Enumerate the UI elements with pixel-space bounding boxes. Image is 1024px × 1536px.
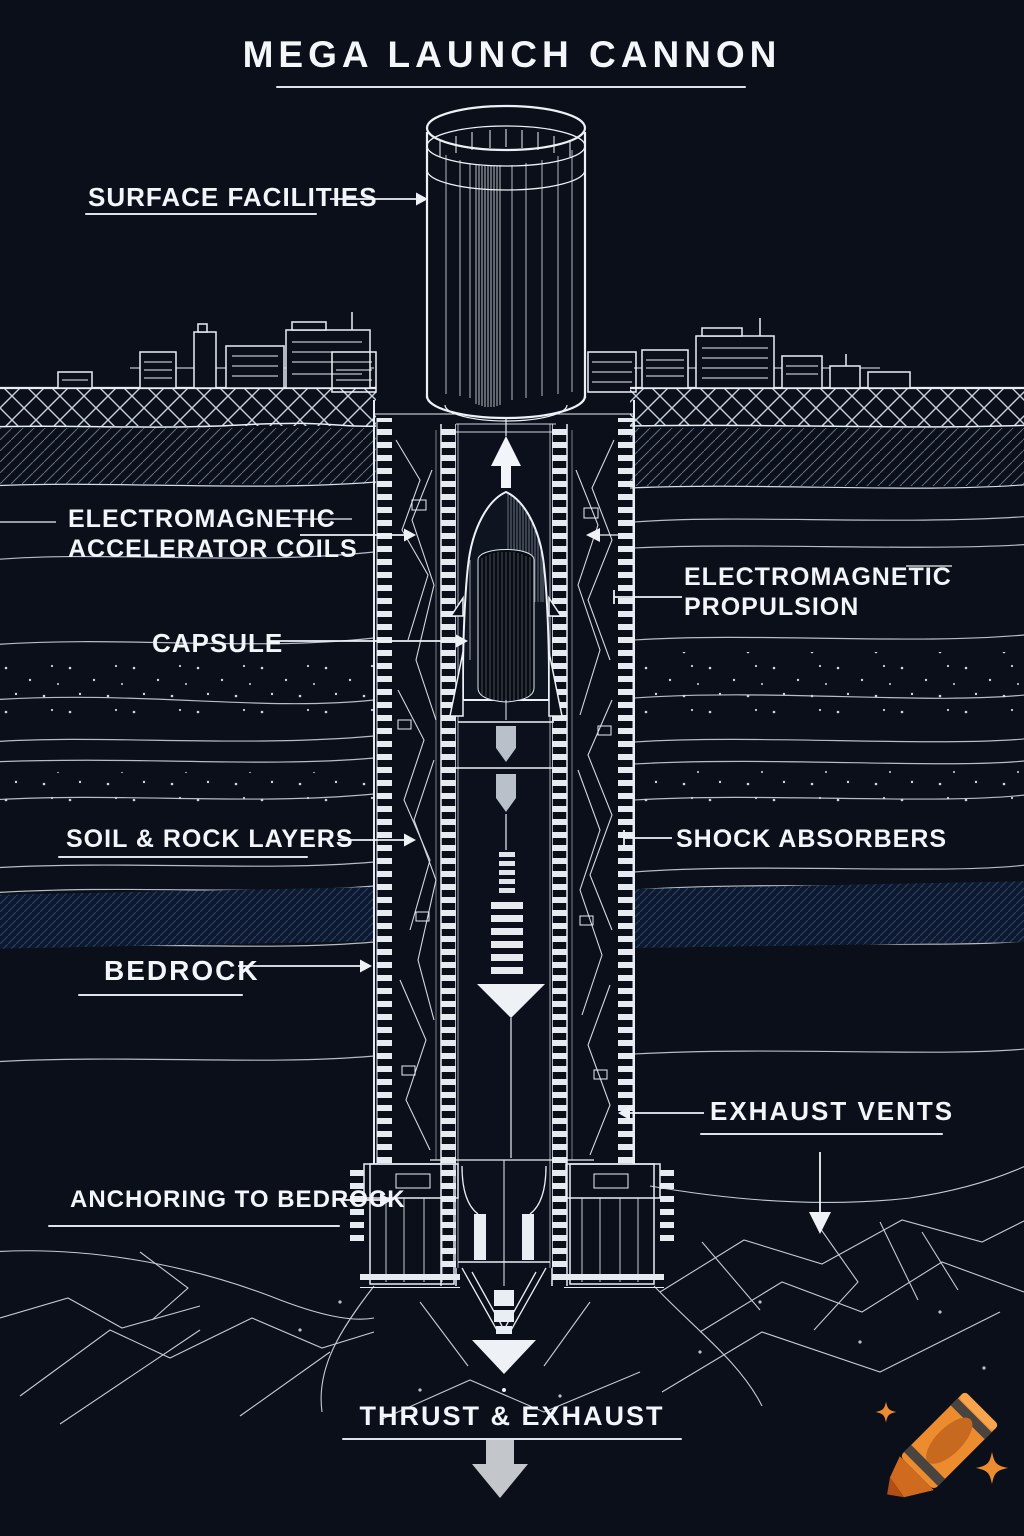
surface-skyline-right (634, 318, 911, 389)
bedrock-underline (78, 994, 243, 996)
coil-rack-inner-left (441, 424, 456, 1286)
nose-shading (507, 492, 544, 602)
launch-direction-arrow (491, 436, 521, 488)
soil-rock-arrow (404, 833, 416, 847)
page-title: MEGA LAUNCH CANNON (242, 34, 782, 75)
title-underline (276, 86, 746, 88)
label-soil-rock-layers: SOIL & ROCK LAYERS (66, 825, 354, 853)
surface-facilities-arrow (416, 192, 428, 206)
recoil-damper-stack (456, 700, 556, 1158)
rim-ticks (439, 129, 571, 157)
soil-speckle-bands (0, 652, 1024, 808)
crayon-logo (875, 1392, 1009, 1498)
damper-ladder-wide (491, 902, 523, 974)
exhaust-vents-arrow (618, 1106, 630, 1120)
fin-right (548, 651, 563, 717)
recoil-arrow (477, 984, 545, 1018)
label-thrust-exhaust: THRUST & EXHAUST (359, 1401, 665, 1431)
thrust-exit-arrow (472, 1340, 536, 1374)
wall-rock-fractures-right (575, 439, 615, 1156)
anchoring-underline (48, 1225, 340, 1227)
exhaust-down-arrow (809, 1212, 831, 1234)
exhaust-funnel (458, 1160, 550, 1333)
leader-lines (0, 192, 952, 1234)
muzzle-cylinder (331, 104, 637, 422)
soil-rock-underline (58, 856, 308, 858)
label-anchoring-to-bedrock: ANCHORING TO BEDROCK (70, 1186, 406, 1213)
base-machinery (331, 351, 637, 393)
label-bedrock: BEDROCK (104, 955, 260, 986)
exhaust-vents-underline (700, 1133, 943, 1135)
label-accelerator-coils: ELECTROMAGNETIC ACCELERATOR COILS (68, 505, 358, 563)
canard-right (548, 595, 563, 617)
piston-left (474, 1214, 486, 1260)
cylinder-panel-lines (445, 150, 573, 407)
capsule-illustration (449, 490, 563, 723)
damper-ladder-narrow (499, 852, 515, 893)
anchor-block-right (564, 1163, 674, 1288)
anchor-block-left (350, 1163, 460, 1288)
subsoil-hatch (0, 428, 1024, 489)
shock-absorber-brackets-right (579, 507, 612, 1080)
damper-bullet-2 (496, 774, 516, 812)
sparkle-icon (875, 1401, 1009, 1485)
rock-debris-dots (298, 1300, 986, 1422)
shaft-wall-right (551, 400, 635, 1286)
anchoring-arrow (380, 1193, 392, 1207)
label-exhaust-vents: EXHAUST VENTS (710, 1096, 955, 1126)
accelerator-coils-arrow (404, 528, 416, 542)
label-shock-absorbers: SHOCK ABSORBERS (676, 825, 948, 853)
surface-facilities-underline (85, 213, 317, 215)
wall-rock-fractures-left (395, 439, 437, 1151)
piston-right (522, 1214, 534, 1260)
capsule-arrow (456, 634, 468, 648)
thrust-exhaust-underline (342, 1438, 682, 1440)
coil-rack-inner-right (552, 424, 567, 1286)
anchor-assembly (350, 1159, 674, 1392)
label-surface-facilities: SURFACE FACILITIES (88, 182, 378, 212)
bedrock-arrow (360, 959, 372, 973)
bedrock-fractures (0, 1165, 1024, 1425)
surface-skyline-left (57, 312, 374, 389)
thrust-exhaust-arrow (472, 1440, 528, 1498)
fin-left (449, 651, 464, 717)
label-capsule: CAPSULE (152, 628, 284, 658)
cowl-hatch (481, 552, 531, 702)
canard-left (449, 595, 464, 617)
shock-absorber-brackets-left (397, 499, 430, 1076)
label-electromagnetic-propulsion: ELECTROMAGNETIC PROPULSION (684, 563, 952, 621)
damper-bullet-1 (496, 726, 516, 762)
dark-rock-band (0, 881, 1024, 949)
coil-pointer-right (586, 528, 600, 542)
